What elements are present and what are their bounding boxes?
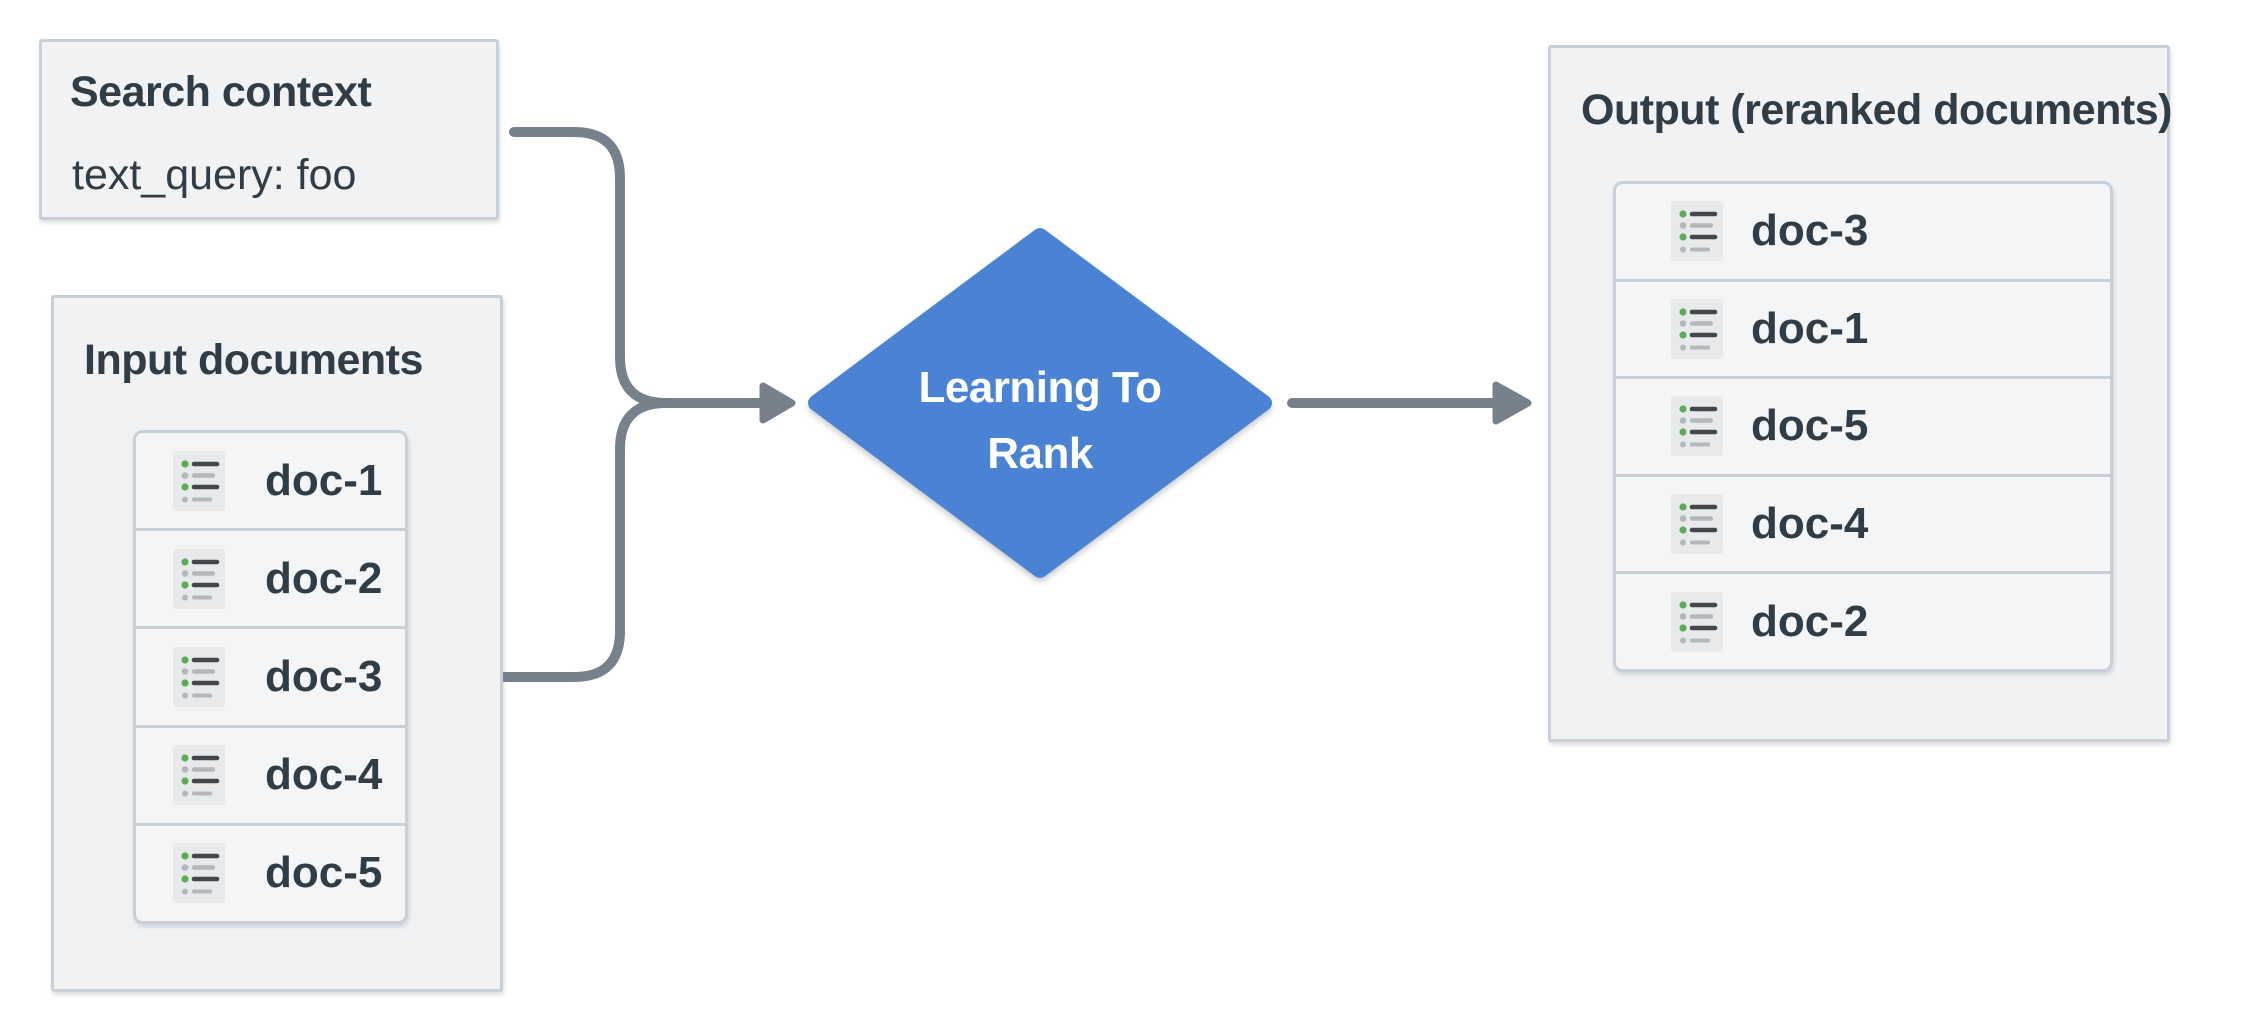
- doc-item-label: doc-5: [265, 848, 383, 898]
- arrowhead-into-rank: [759, 382, 796, 424]
- learning-to-rank-label-line2: Rank: [987, 429, 1093, 478]
- doc-item: doc-2: [136, 528, 405, 627]
- connector-docs-to-rank: [496, 398, 671, 682]
- connector-search-to-rank: [509, 127, 771, 408]
- learning-to-rank-label: Learning To Rank: [808, 228, 1272, 578]
- input-documents-box: Input documents doc-1: [51, 295, 503, 992]
- learning-to-rank-node: Learning To Rank: [808, 228, 1272, 578]
- search-context-query: text_query: foo: [72, 151, 357, 199]
- doc-item-label: doc-3: [265, 652, 383, 701]
- diamond-shape: [808, 228, 1272, 578]
- document-list-icon: [173, 548, 225, 609]
- doc-item: doc-1: [136, 433, 405, 529]
- document-list-icon: [1671, 494, 1723, 555]
- doc-item: doc-1: [1616, 278, 2110, 377]
- doc-item-label: doc-2: [1751, 596, 1869, 646]
- document-list-icon: [173, 450, 225, 511]
- search-context-title: Search context: [70, 68, 372, 116]
- document-list-icon: [173, 843, 225, 904]
- document-list-icon: [1671, 298, 1723, 359]
- doc-item-label: doc-2: [265, 553, 383, 603]
- doc-item-label: doc-4: [1751, 499, 1869, 549]
- doc-item-label: doc-4: [265, 750, 383, 800]
- document-list-icon: [1671, 396, 1723, 457]
- document-list-icon: [173, 745, 225, 806]
- learning-to-rank-label-line1: Learning To: [918, 363, 1162, 412]
- diamond-shape-layer: [808, 228, 1272, 578]
- doc-item-label: doc-5: [1751, 401, 1869, 451]
- document-list-icon: [1671, 201, 1723, 262]
- doc-item-label: doc-1: [265, 455, 383, 505]
- doc-item: doc-5: [136, 822, 405, 921]
- document-list-icon: [173, 647, 225, 707]
- output-documents-list: doc-3 doc-1: [1613, 181, 2113, 672]
- input-documents-title: Input documents: [84, 336, 423, 384]
- search-context-box: Search context text_query: foo: [39, 39, 499, 220]
- doc-item-label: doc-3: [1751, 206, 1869, 256]
- doc-item: doc-3: [1616, 184, 2110, 279]
- output-title: Output (reranked documents): [1581, 86, 2172, 134]
- doc-item: doc-2: [1616, 571, 2110, 669]
- arrowhead-into-output: [1492, 381, 1532, 425]
- doc-item: doc-3: [136, 626, 405, 725]
- output-box: Output (reranked documents): [1548, 45, 2172, 742]
- document-list-icon: [1671, 591, 1723, 652]
- doc-item: doc-5: [1616, 376, 2110, 474]
- doc-item: doc-4: [136, 724, 405, 823]
- input-documents-list: doc-1 doc-2: [133, 430, 408, 924]
- doc-item-label: doc-1: [1751, 303, 1869, 353]
- doc-item: doc-4: [1616, 473, 2110, 572]
